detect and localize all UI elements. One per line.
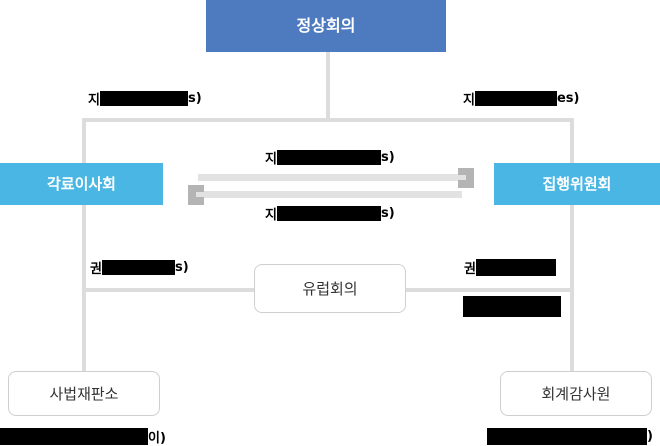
redaction-bar	[463, 296, 561, 317]
arrow-shaft-leftward	[196, 191, 462, 198]
edge-label-bottom-right: )	[487, 428, 653, 445]
edge-label-summit-right: 지 es)	[463, 89, 580, 108]
connector-summit-down	[326, 52, 330, 118]
edge-label-summit-left-prefix: 지	[88, 93, 100, 108]
node-european-council-label: 유럽회의	[302, 279, 358, 298]
node-court-of-justice[interactable]: 사법재판소	[8, 371, 160, 416]
connector-bus-horizontal	[82, 118, 574, 122]
node-summit[interactable]: 정상회의	[206, 0, 446, 52]
edge-label-summit-right-suffix: es)	[556, 91, 580, 106]
node-executive-committee-label: 집행위원회	[542, 175, 612, 193]
node-european-council[interactable]: 유럽회의	[254, 264, 406, 313]
edge-label-right-mid: 권	[464, 258, 556, 277]
node-summit-label: 정상회의	[296, 16, 356, 36]
redaction-bar	[276, 206, 381, 221]
redaction-bar	[487, 428, 647, 445]
edge-label-right-mid-2	[463, 296, 561, 317]
connector-committee-down	[570, 205, 574, 373]
edge-label-right-mid-prefix: 권	[464, 262, 476, 277]
arrow-shaft-rightward	[198, 174, 464, 181]
connector-right-to-european-council	[406, 288, 572, 292]
redaction-bar	[0, 428, 148, 445]
edge-label-bottom-right-suffix: )	[647, 429, 653, 444]
edge-label-summit-left-suffix: s)	[187, 91, 202, 106]
edge-label-summit-right-prefix: 지	[463, 93, 475, 108]
edge-label-center-bottom-prefix: 지	[265, 208, 277, 223]
edge-label-center-top-suffix: s)	[380, 150, 395, 165]
node-court-of-auditors-label: 회계감사원	[541, 384, 611, 403]
node-court-of-justice-label: 사법재판소	[49, 384, 119, 403]
node-court-of-auditors[interactable]: 회계감사원	[500, 371, 652, 416]
edge-label-bottom-left: 이)	[0, 428, 166, 446]
node-council-of-ministers-label: 각료이사회	[46, 175, 116, 193]
edge-label-center-bottom-suffix: s)	[380, 206, 395, 221]
edge-label-bottom-left-suffix: 이)	[148, 431, 166, 446]
redaction-bar	[101, 260, 175, 275]
connector-bus-to-committee	[570, 118, 574, 163]
edge-label-center-bottom: 지 s)	[265, 204, 395, 223]
edge-label-left-mid-suffix: s)	[174, 260, 189, 275]
edge-label-center-top-prefix: 지	[265, 152, 277, 167]
redaction-bar	[474, 91, 557, 106]
arrow-head-rightward	[458, 168, 474, 188]
arrow-head-leftward	[188, 185, 204, 205]
edge-label-summit-left: 지 s)	[88, 89, 202, 108]
edge-label-left-mid: 권 s)	[90, 258, 189, 277]
edge-label-left-mid-prefix: 권	[90, 262, 102, 277]
node-executive-committee[interactable]: 집행위원회	[494, 163, 660, 205]
redaction-bar	[475, 259, 556, 276]
connector-bus-to-council	[82, 118, 86, 163]
connector-left-to-european-council	[82, 288, 254, 292]
node-council-of-ministers[interactable]: 각료이사회	[0, 163, 163, 205]
redaction-bar	[276, 150, 381, 165]
redaction-bar	[99, 91, 188, 106]
edge-label-center-top: 지 s)	[265, 148, 395, 167]
